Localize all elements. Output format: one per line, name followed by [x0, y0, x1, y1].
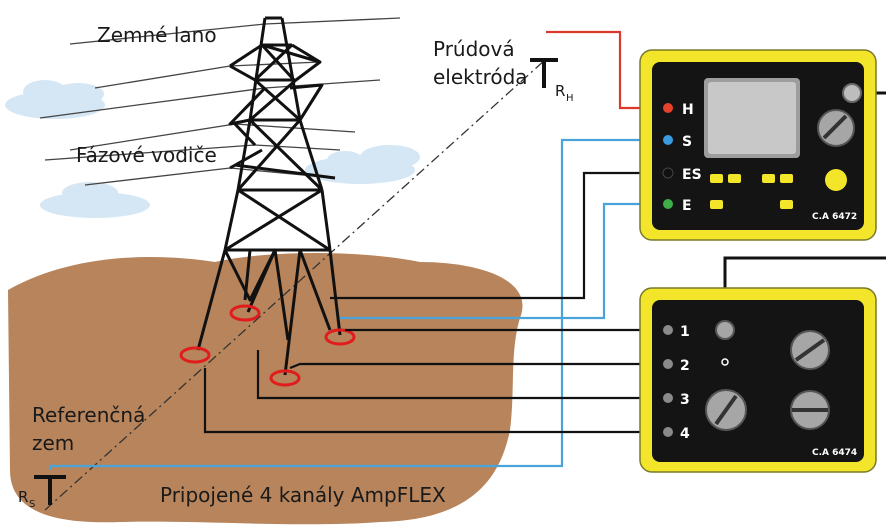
device-ca6474: 1 2 3 4 C.A 6474	[639, 287, 877, 473]
label-rs: R	[18, 488, 28, 506]
wire-ch3	[256, 350, 665, 400]
label-earth-wire: Zemné lano	[97, 23, 217, 47]
reference-earth-symbol	[34, 475, 66, 505]
terminal-socket	[842, 83, 862, 103]
clamp-1	[324, 328, 356, 346]
label-current-electrode-2: elektróda	[433, 65, 528, 89]
clouds	[5, 80, 420, 218]
label-reference-earth-2: zem	[32, 431, 74, 455]
soft-keys	[710, 174, 793, 209]
link-socket	[715, 320, 735, 340]
label-rh: R	[555, 82, 565, 100]
wiring	[48, 30, 886, 470]
terminal-e-label: E	[682, 198, 692, 214]
wire-s	[48, 138, 668, 470]
clamp-3	[269, 369, 301, 387]
device-bottom-model: C.A 6474	[812, 448, 857, 458]
clamp-2	[229, 304, 261, 322]
start-button	[825, 169, 847, 191]
device-top-model: C.A 6472	[812, 212, 857, 222]
terminal-e-dot	[663, 199, 673, 209]
label-reference-earth-1: Referenčná	[32, 403, 145, 427]
terminal-s-label: S	[682, 134, 692, 150]
terminal-s-dot	[663, 135, 673, 145]
caption: Pripojené 4 kanály AmpFLEX	[160, 483, 446, 507]
wire-es	[330, 171, 668, 300]
wire-e	[340, 202, 668, 320]
ground-area	[8, 253, 523, 525]
label-phase-conductors: Fázové vodiče	[76, 143, 217, 167]
device-ca6472: H S ES E C.A 6472	[639, 49, 877, 241]
channel-2-label: 2	[680, 358, 690, 374]
terminal-es-dot	[662, 167, 674, 179]
label-rh-sub: H	[566, 93, 574, 104]
current-electrode-symbol	[530, 58, 558, 88]
ampflex-clamps	[179, 304, 356, 387]
terminal-h-label: H	[682, 102, 694, 118]
label-current-electrode-1: Prúdová	[433, 37, 515, 61]
terminal-h-dot	[663, 103, 673, 113]
wire-ch4	[203, 368, 665, 434]
label-rs-sub: S	[29, 499, 35, 510]
channel-3-label: 3	[680, 392, 690, 408]
clamp-4	[179, 346, 211, 364]
terminal-es-label: ES	[682, 167, 702, 183]
measurement-axis	[44, 59, 546, 511]
channel-4-label: 4	[680, 426, 690, 442]
channel-1-label: 1	[680, 324, 690, 340]
wire-ch2	[289, 362, 665, 370]
transmission-tower	[196, 16, 342, 376]
